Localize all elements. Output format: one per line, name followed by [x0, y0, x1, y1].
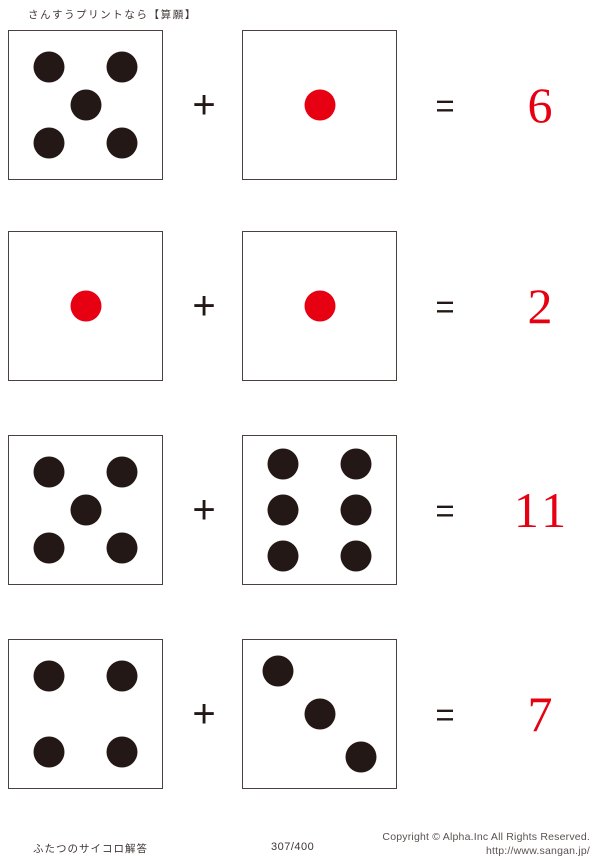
die-pip	[345, 741, 377, 773]
die-pip	[33, 456, 65, 488]
equals-operator: =	[435, 491, 455, 529]
plus-operator: +	[192, 692, 216, 736]
die-right	[242, 231, 397, 381]
die-pip	[304, 89, 335, 121]
die-right	[242, 639, 397, 789]
die-pip	[106, 127, 138, 159]
page-title: さんすうプリントなら【算願】	[28, 9, 197, 21]
die-pip	[340, 448, 372, 480]
problem-row: + = 7	[0, 639, 600, 791]
die-pip	[106, 736, 138, 768]
die-pip	[267, 448, 299, 480]
die-right	[242, 30, 397, 180]
footer-page-number: 307/400	[271, 841, 315, 853]
die-pip	[262, 655, 294, 687]
plus-operator: +	[192, 83, 216, 127]
plus-operator: +	[192, 284, 216, 328]
footer: ふたつのサイコロ解答 307/400 Copyright © Alpha.Inc…	[0, 828, 600, 859]
problem-row: + = 2	[0, 231, 600, 383]
die-pip	[33, 127, 65, 159]
die-pip	[70, 494, 101, 526]
die-pip	[106, 660, 138, 692]
die-left	[8, 30, 163, 180]
answer-value: 6	[527, 77, 557, 133]
equals-operator: =	[435, 695, 455, 733]
die-left	[8, 435, 163, 585]
die-pip	[33, 736, 65, 768]
equals-operator: =	[435, 86, 455, 124]
answer-value: 7	[527, 686, 557, 742]
die-right	[242, 435, 397, 585]
answer-value: 11	[513, 482, 571, 538]
die-pip	[33, 532, 65, 564]
die-pip	[340, 540, 372, 572]
footer-copyright: Copyright © Alpha.Inc All Rights Reserve…	[382, 831, 590, 843]
die-pip	[70, 89, 101, 121]
die-pip	[33, 51, 65, 83]
die-pip	[267, 494, 299, 526]
die-pip	[106, 532, 138, 564]
equals-operator: =	[435, 287, 455, 325]
die-pip	[106, 51, 138, 83]
die-pip	[304, 698, 335, 730]
answer-value: 2	[527, 278, 557, 334]
die-pip	[33, 660, 65, 692]
footer-worksheet-title: ふたつのサイコロ解答	[33, 843, 148, 855]
die-pip	[106, 456, 138, 488]
die-pip	[267, 540, 299, 572]
die-left	[8, 231, 163, 381]
die-pip	[340, 494, 372, 526]
plus-operator: +	[192, 488, 216, 532]
problem-row: + = 11	[0, 435, 600, 587]
die-left	[8, 639, 163, 789]
footer-url: http://www.sangan.jp/	[485, 845, 590, 857]
die-pip	[70, 290, 101, 322]
problem-row: + = 6	[0, 30, 600, 182]
die-pip	[304, 290, 335, 322]
